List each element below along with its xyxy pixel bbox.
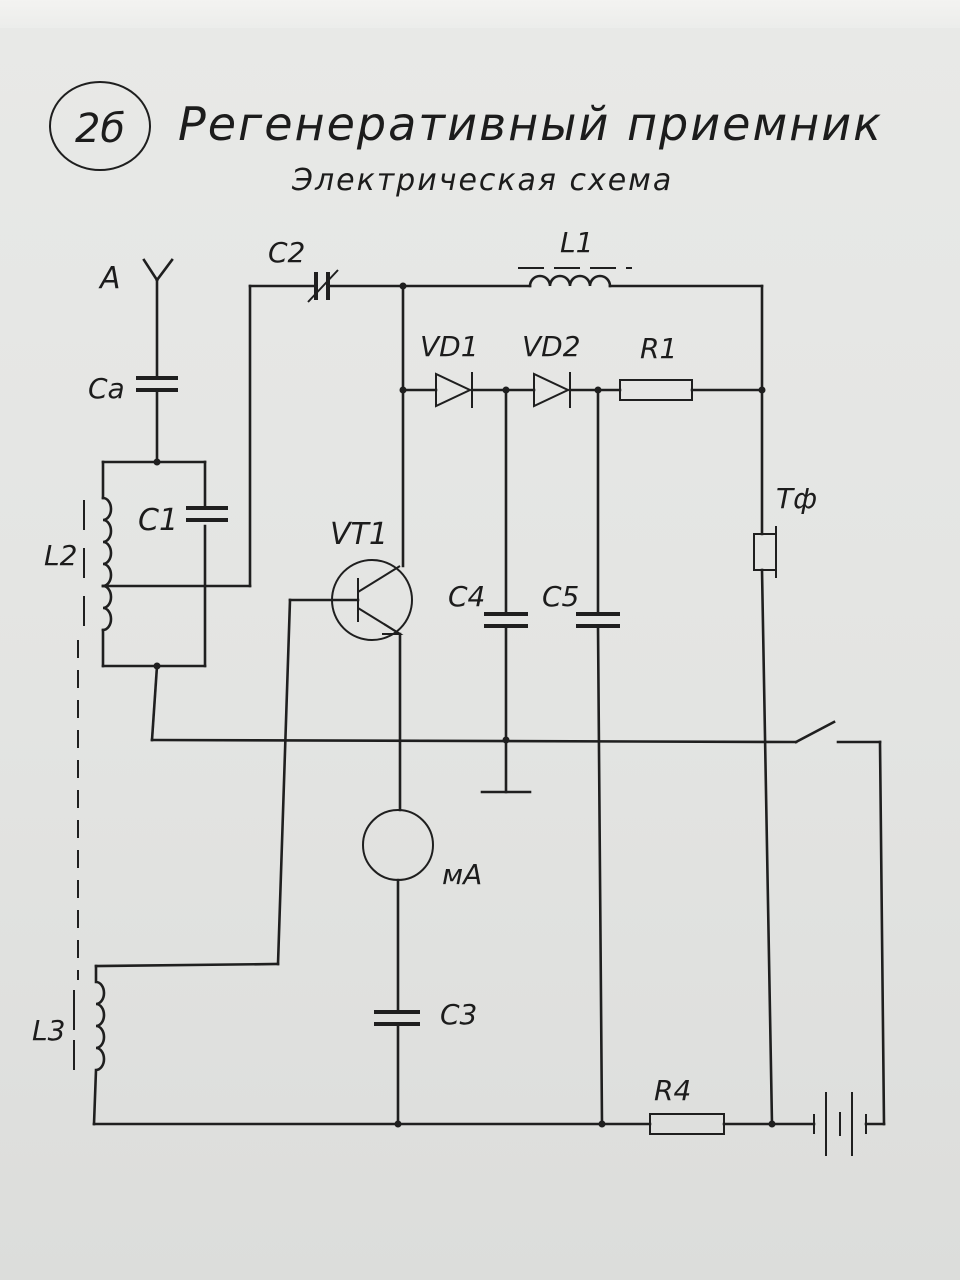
label-phone: Tф [776,482,817,515]
capacitor-c5 [576,612,620,628]
diode-vd2 [533,372,571,408]
sheet-number: 2б [75,106,125,152]
wire-tank-ground [150,664,159,742]
label-antenna: A [98,261,121,296]
label-l2: L2 [44,539,77,572]
sheet-number-circle [49,81,151,171]
label-c2: C2 [268,236,305,269]
label-r1: R1 [640,332,677,365]
wire-base-feedback [276,598,292,966]
inductor-l1 [518,267,632,288]
wire-c5-bottom [596,624,604,1126]
switch-blade [794,720,836,744]
capacitor-c1 [186,506,228,522]
transistor-vt1 [288,559,413,641]
label-meter: мА [442,858,482,891]
label-vd1: VD1 [420,330,479,363]
label-c1: C1 [138,503,178,538]
resistor-r4 [649,1113,725,1135]
capacitor-c3 [374,1010,420,1026]
paper-sheet [0,28,960,1280]
label-vd2: VD2 [522,330,581,363]
capacitor-ca [136,376,178,464]
inductor-l3 [73,964,106,1126]
antenna-symbol [142,258,174,377]
resistor-r1 [619,379,693,401]
junction-dots [153,282,776,1128]
label-c5: C5 [542,580,579,613]
label-ca: Ca [88,372,125,405]
label-r4: R4 [654,1074,691,1107]
headphone-tf [753,526,777,578]
label-c4: C4 [448,580,485,613]
label-l1: L1 [560,226,593,259]
tank-circuit [101,460,252,668]
wire-battery-right [878,740,886,1126]
wire-right-lower [760,568,774,1126]
diagram-subtitle: Электрическая схема [291,163,673,198]
label-c3: C3 [440,998,477,1031]
wire-common-rail [150,738,798,744]
label-l3: L3 [32,1014,65,1047]
diode-vd1 [435,372,473,408]
wire-to-l3-top [94,962,280,968]
battery [813,1092,886,1156]
milliammeter [362,809,434,881]
diagram-title: Регенеративный приемник [178,97,883,151]
capacitor-c4 [484,612,528,628]
label-vt1: VT1 [330,517,388,552]
